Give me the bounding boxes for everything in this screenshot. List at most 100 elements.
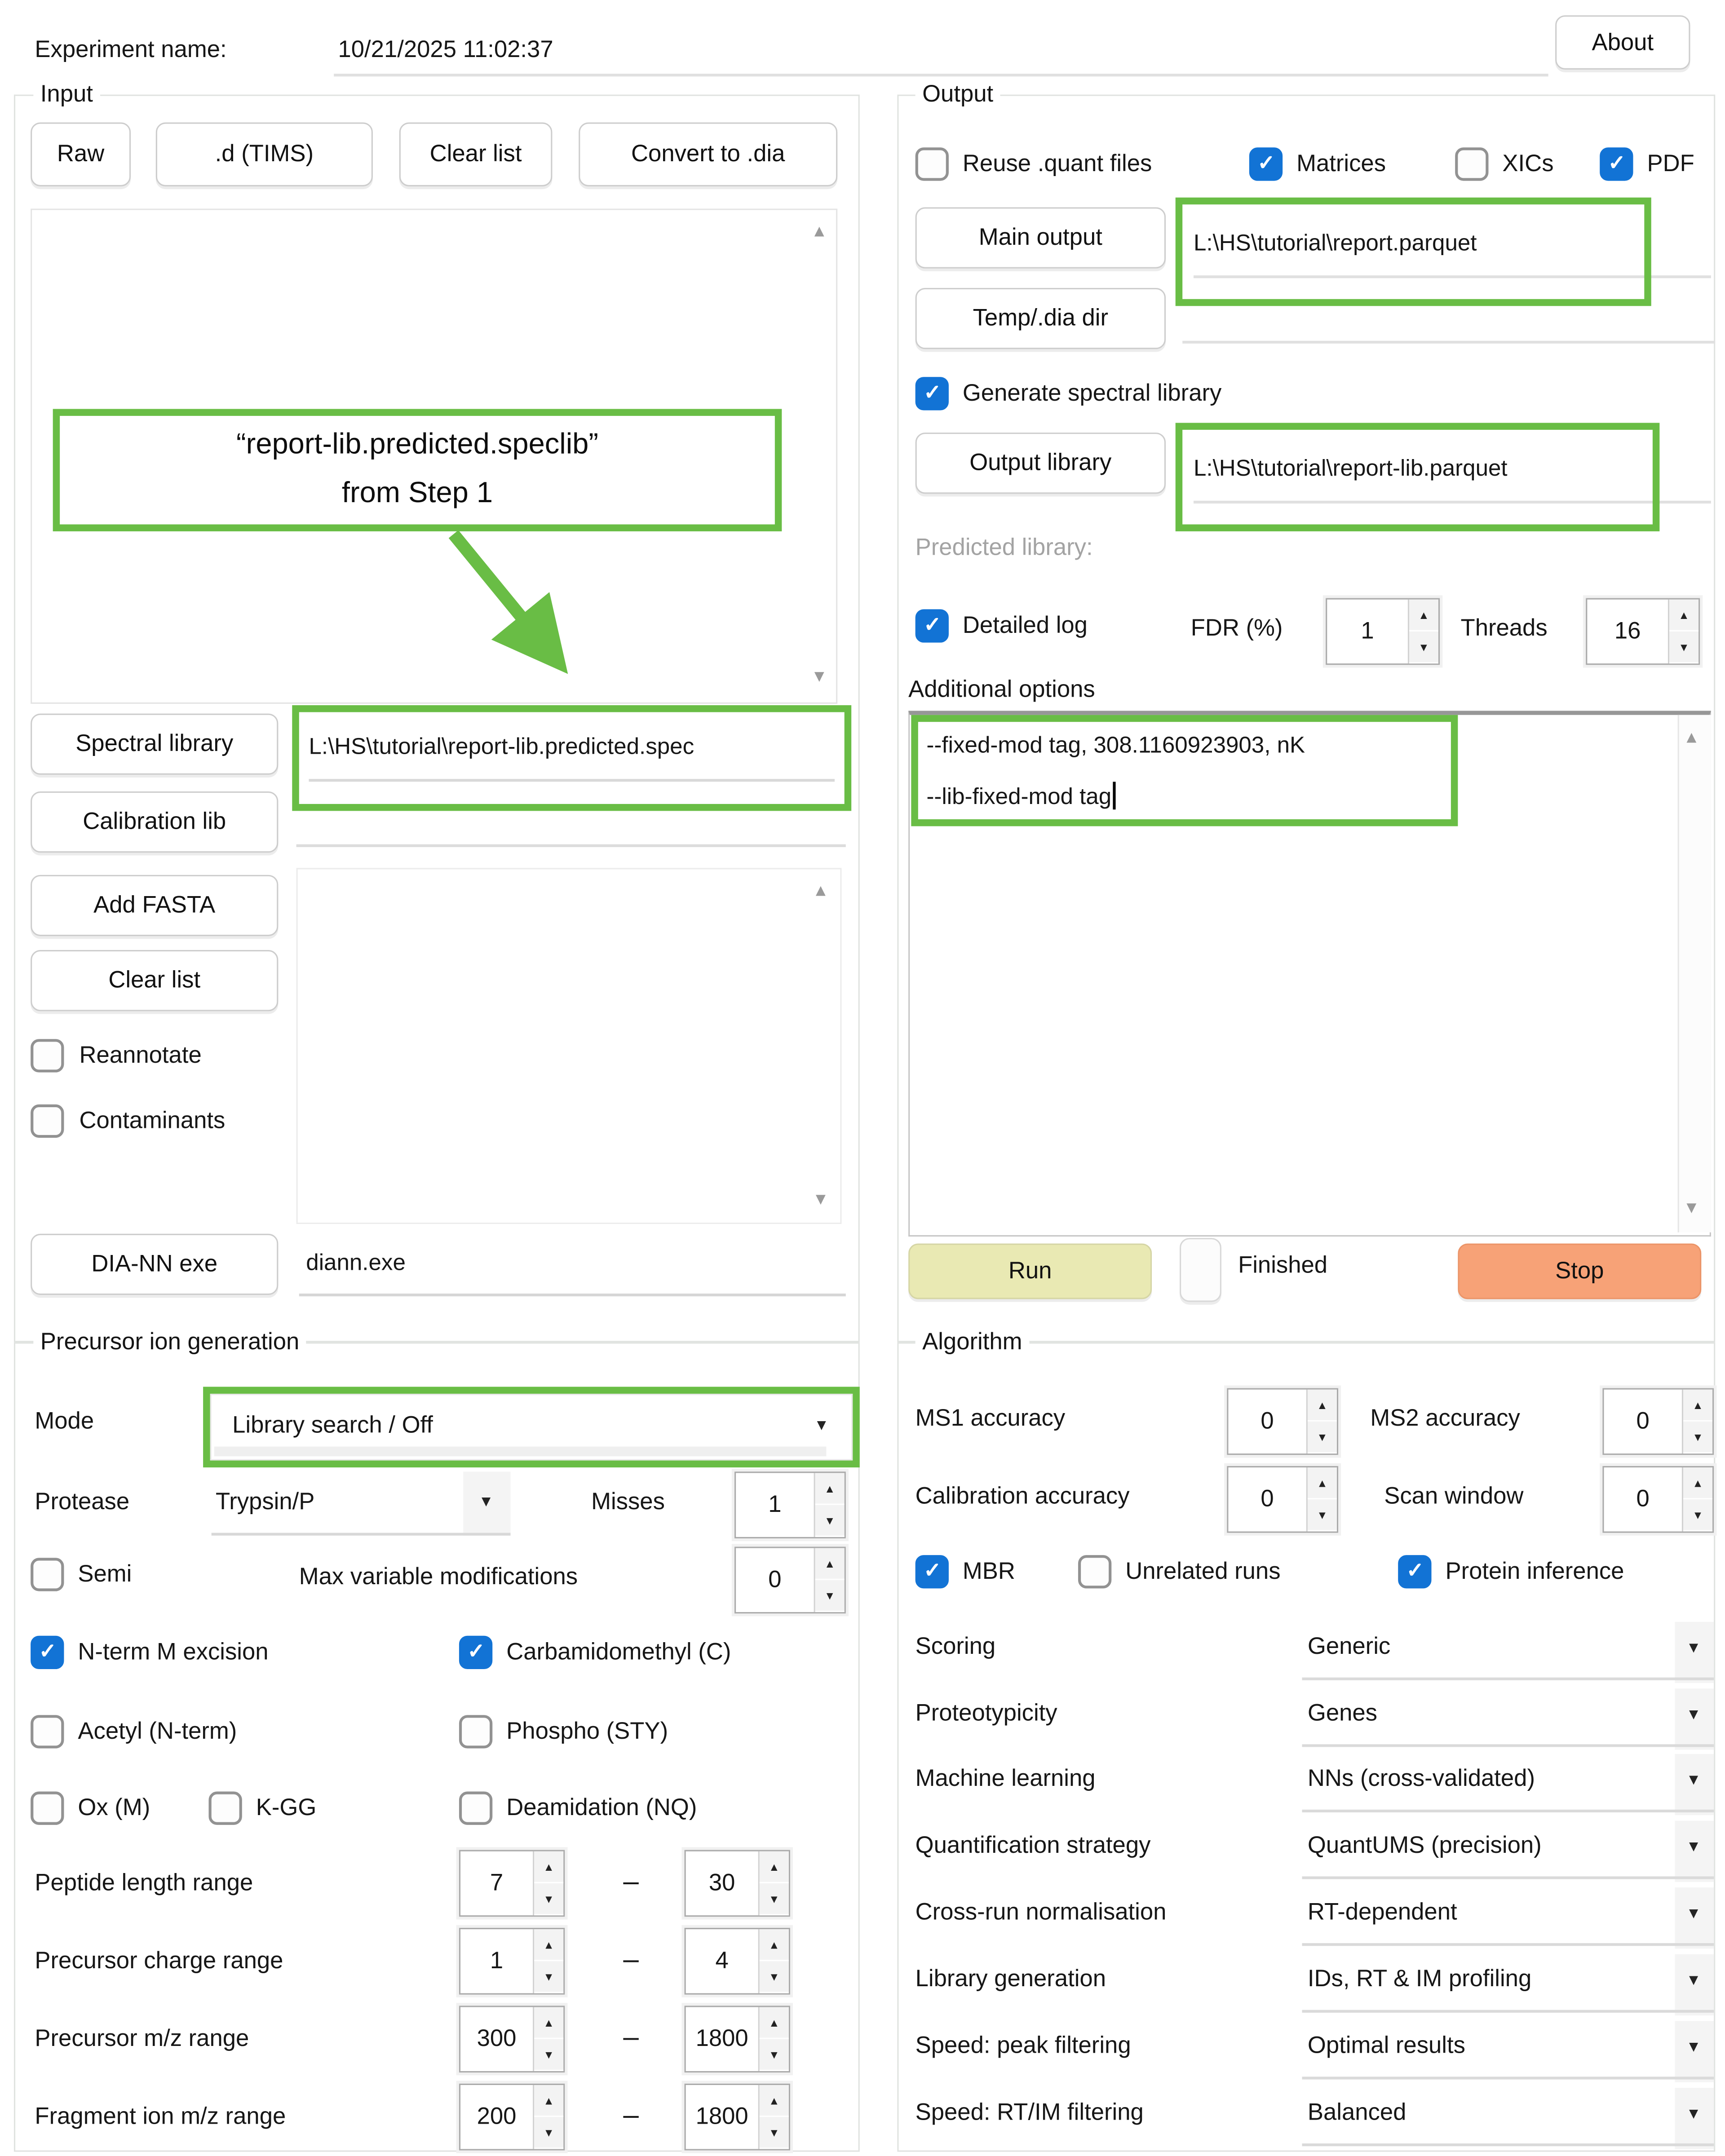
input-clear-list-button[interactable]: Clear list bbox=[399, 122, 553, 186]
stepper-up-icon[interactable]: ▲ bbox=[534, 1851, 564, 1883]
main-output-path-input[interactable]: L:\HS\tutorial\report.parquet bbox=[1193, 231, 1477, 256]
diann-exe-input[interactable]: diann.exe bbox=[306, 1250, 406, 1276]
generate-spectral-library-checkbox[interactable] bbox=[915, 377, 949, 411]
protein-inference-checkbox[interactable] bbox=[1398, 1555, 1432, 1589]
stop-button[interactable]: Stop bbox=[1458, 1243, 1702, 1299]
misses-up-icon[interactable]: ▲ bbox=[815, 1473, 845, 1505]
stepper-down-icon[interactable]: ▼ bbox=[534, 2117, 564, 2149]
max-var-mods-up-icon[interactable]: ▲ bbox=[815, 1548, 845, 1580]
machine-learning-dropdown[interactable] bbox=[1675, 1754, 1714, 1816]
carbamidomethyl-checkbox[interactable] bbox=[459, 1635, 493, 1670]
nterm-m-excision-checkbox[interactable] bbox=[31, 1635, 64, 1670]
precursor-charge-to-stepper[interactable]: 4 ▲▼ bbox=[684, 1928, 790, 1995]
stepper-down-icon[interactable]: ▼ bbox=[1683, 1421, 1713, 1454]
speed-rtim-filtering-dropdown[interactable] bbox=[1675, 2088, 1714, 2149]
xics-checkbox[interactable] bbox=[1455, 147, 1489, 181]
options-scroll-up-icon[interactable]: ▲ bbox=[1683, 727, 1700, 747]
stepper-up-icon[interactable]: ▲ bbox=[759, 1929, 789, 1962]
stepper-up-icon[interactable]: ▲ bbox=[1307, 1389, 1337, 1422]
temp-dia-dir-input[interactable] bbox=[1182, 340, 1716, 344]
raw-button[interactable]: Raw bbox=[31, 122, 131, 186]
output-library-button[interactable]: Output library bbox=[915, 433, 1166, 494]
stepper-down-icon[interactable]: ▼ bbox=[1683, 1499, 1713, 1532]
speed-peak-filtering-dropdown[interactable] bbox=[1675, 2021, 1714, 2082]
options-scroll-down-icon[interactable]: ▼ bbox=[1683, 1197, 1700, 1217]
stepper-down-icon[interactable]: ▼ bbox=[759, 1961, 789, 1993]
temp-dia-dir-button[interactable]: Temp/.dia dir bbox=[915, 288, 1166, 349]
fasta-files-list[interactable] bbox=[296, 868, 842, 1224]
experiment-name-input[interactable]: 10/21/2025 11:02:37 bbox=[338, 36, 553, 63]
output-library-path-input[interactable]: L:\HS\tutorial\report-lib.parquet bbox=[1193, 456, 1508, 482]
acetyl-nterm-checkbox[interactable] bbox=[31, 1715, 64, 1749]
about-button[interactable]: About bbox=[1555, 15, 1690, 70]
stepper-up-icon[interactable]: ▲ bbox=[1307, 1467, 1337, 1500]
raw-list-scroll-up-icon[interactable]: ▲ bbox=[811, 221, 828, 241]
main-output-button[interactable]: Main output bbox=[915, 207, 1166, 269]
ms2-accuracy-stepper[interactable]: 0 ▲▼ bbox=[1602, 1388, 1714, 1455]
stepper-down-icon[interactable]: ▼ bbox=[534, 2039, 564, 2071]
fdr-stepper[interactable]: 1 ▲▼ bbox=[1326, 598, 1440, 665]
diann-exe-button[interactable]: DIA-NN exe bbox=[31, 1233, 279, 1295]
stepper-up-icon[interactable]: ▲ bbox=[759, 2085, 789, 2117]
d-tims-button[interactable]: .d (TIMS) bbox=[155, 122, 373, 186]
max-var-mods-stepper[interactable]: 0 ▲▼ bbox=[734, 1546, 846, 1614]
threads-up-icon[interactable]: ▲ bbox=[1669, 599, 1699, 632]
library-generation-dropdown[interactable] bbox=[1675, 1954, 1714, 2016]
spectral-library-path-input[interactable]: L:\HS\tutorial\report-lib.predicted.spec bbox=[309, 734, 694, 760]
raw-files-list[interactable] bbox=[31, 208, 838, 704]
max-var-mods-down-icon[interactable]: ▼ bbox=[815, 1580, 845, 1613]
stepper-up-icon[interactable]: ▲ bbox=[1683, 1467, 1713, 1500]
precursor-mz-from-stepper[interactable]: 300 ▲▼ bbox=[459, 2006, 565, 2073]
stepper-down-icon[interactable]: ▼ bbox=[534, 1883, 564, 1916]
proteotypicity-dropdown[interactable] bbox=[1675, 1688, 1714, 1750]
unrelated-runs-checkbox[interactable] bbox=[1078, 1555, 1112, 1589]
run-button[interactable]: Run bbox=[908, 1243, 1152, 1299]
stepper-down-icon[interactable]: ▼ bbox=[759, 2039, 789, 2071]
pdf-checkbox[interactable] bbox=[1600, 147, 1633, 181]
mbr-checkbox[interactable] bbox=[915, 1555, 949, 1589]
peptide-length-from-stepper[interactable]: 7 ▲▼ bbox=[459, 1850, 565, 1917]
detailed-log-checkbox[interactable] bbox=[915, 609, 949, 643]
protease-dropdown[interactable] bbox=[463, 1471, 511, 1536]
options-scrollbar[interactable] bbox=[1677, 715, 1711, 1233]
add-fasta-button[interactable]: Add FASTA bbox=[31, 875, 279, 937]
stepper-up-icon[interactable]: ▲ bbox=[759, 2007, 789, 2039]
stepper-up-icon[interactable]: ▲ bbox=[534, 1929, 564, 1962]
quantification-strategy-dropdown[interactable] bbox=[1675, 1820, 1714, 1882]
additional-options-textarea[interactable] bbox=[908, 711, 1711, 1237]
stepper-down-icon[interactable]: ▼ bbox=[759, 1883, 789, 1916]
stepper-down-icon[interactable]: ▼ bbox=[534, 1961, 564, 1993]
spectral-library-button[interactable]: Spectral library bbox=[31, 713, 279, 775]
peptide-length-to-stepper[interactable]: 30 ▲▼ bbox=[684, 1850, 790, 1917]
stepper-down-icon[interactable]: ▼ bbox=[759, 2117, 789, 2149]
deamidation-checkbox[interactable] bbox=[459, 1791, 493, 1825]
reannotate-checkbox[interactable] bbox=[31, 1039, 64, 1073]
threads-stepper[interactable]: 16 ▲▼ bbox=[1586, 598, 1700, 665]
contaminants-checkbox[interactable] bbox=[31, 1104, 64, 1138]
fragment-mz-to-stepper[interactable]: 1800 ▲▼ bbox=[684, 2083, 790, 2151]
threads-down-icon[interactable]: ▼ bbox=[1669, 631, 1699, 664]
fragment-mz-from-stepper[interactable]: 200 ▲▼ bbox=[459, 2083, 565, 2151]
convert-to-dia-button[interactable]: Convert to .dia bbox=[579, 122, 838, 186]
calibration-lib-input[interactable] bbox=[296, 844, 846, 847]
semi-checkbox[interactable] bbox=[31, 1558, 64, 1591]
fasta-clear-list-button[interactable]: Clear list bbox=[31, 950, 279, 1012]
stepper-down-icon[interactable]: ▼ bbox=[1307, 1421, 1337, 1454]
fasta-list-scroll-down-icon[interactable]: ▼ bbox=[812, 1189, 829, 1209]
stepper-up-icon[interactable]: ▲ bbox=[534, 2085, 564, 2117]
reuse-quant-checkbox[interactable] bbox=[915, 147, 949, 181]
k-gg-checkbox[interactable] bbox=[208, 1791, 242, 1825]
precursor-charge-from-stepper[interactable]: 1 ▲▼ bbox=[459, 1928, 565, 1995]
phospho-checkbox[interactable] bbox=[459, 1715, 493, 1749]
calibration-accuracy-stepper[interactable]: 0 ▲▼ bbox=[1227, 1466, 1339, 1533]
raw-list-scroll-down-icon[interactable]: ▼ bbox=[811, 666, 828, 686]
cross-run-normalisation-dropdown[interactable] bbox=[1675, 1887, 1714, 1949]
fasta-list-scroll-up-icon[interactable]: ▲ bbox=[812, 880, 829, 900]
misses-stepper[interactable]: 1 ▲▼ bbox=[734, 1471, 846, 1538]
ox-m-checkbox[interactable] bbox=[31, 1791, 64, 1825]
precursor-mz-to-stepper[interactable]: 1800 ▲▼ bbox=[684, 2006, 790, 2073]
stepper-up-icon[interactable]: ▲ bbox=[1683, 1389, 1713, 1422]
fdr-up-icon[interactable]: ▲ bbox=[1409, 599, 1438, 632]
scan-window-stepper[interactable]: 0 ▲▼ bbox=[1602, 1466, 1714, 1533]
stepper-down-icon[interactable]: ▼ bbox=[1307, 1499, 1337, 1532]
